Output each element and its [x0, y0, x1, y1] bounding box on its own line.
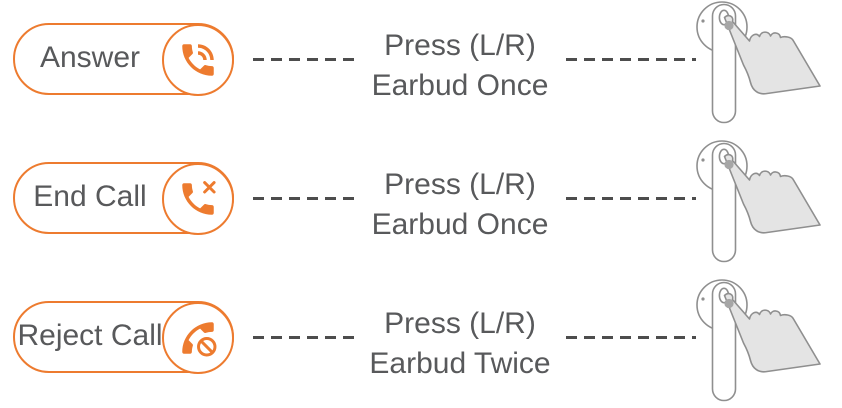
connector-dash-left	[253, 197, 356, 200]
finger-pressing-earbud-illustration	[696, 279, 821, 402]
phone-answer-icon	[162, 24, 234, 96]
phone-reject-call-icon	[162, 302, 234, 374]
connector-dash-right	[566, 58, 696, 61]
row-answer: Answer Press (L/R) Earbud Once	[0, 0, 842, 136]
finger-pressing-earbud-illustration	[696, 140, 821, 263]
connector-dash-left	[253, 336, 356, 339]
row-reject-call: Reject Call Press (L/R) Earbud Twice	[0, 278, 842, 408]
instruction-line2: Earbud Twice	[369, 347, 551, 380]
instruction-line1: Press (L/R)	[384, 168, 536, 201]
instruction-line1: Press (L/R)	[384, 307, 536, 340]
row-end-call: End Call Press (L/R) Earbud Once	[0, 139, 842, 275]
end-call-label: End Call	[33, 180, 147, 213]
answer-label: Answer	[39, 41, 141, 74]
phone-end-call-icon	[162, 163, 234, 235]
connector-dash-right	[566, 336, 696, 339]
connector-dash-right	[566, 197, 696, 200]
finger-pressing-earbud-illustration	[696, 1, 821, 124]
instruction-line2: Earbud Once	[371, 69, 549, 102]
instruction-answer: Press (L/R) Earbud Once	[340, 26, 580, 106]
instruction-end-call: Press (L/R) Earbud Once	[340, 165, 580, 245]
reject-call-label: Reject Call	[17, 319, 163, 352]
instruction-reject-call: Press (L/R) Earbud Twice	[340, 304, 580, 384]
instruction-line2: Earbud Once	[371, 208, 549, 241]
connector-dash-left	[253, 58, 356, 61]
instruction-line1: Press (L/R)	[384, 29, 536, 62]
